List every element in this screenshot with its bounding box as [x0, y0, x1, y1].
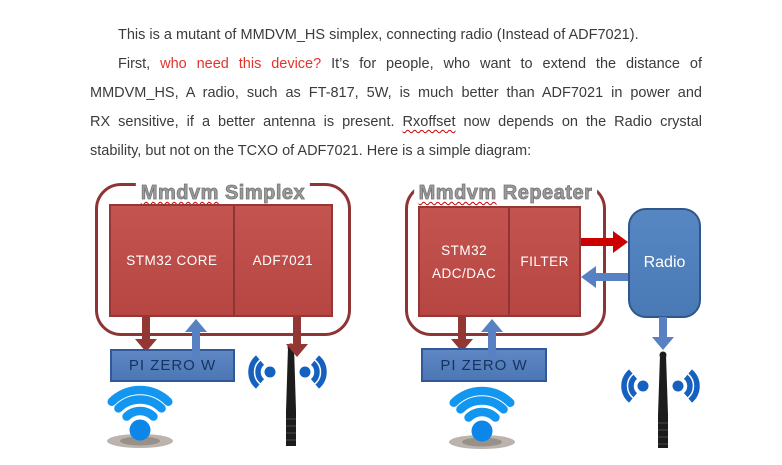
repeater-title: Mmdvm Repeater — [413, 182, 598, 205]
down-arrow-icon — [135, 317, 157, 352]
signal-waves-icon — [672, 369, 700, 403]
body-line-3: MMDVM_HS, A radio, such as FT-817, 5W, i… — [90, 79, 702, 108]
adf7021-box: ADF7021 — [232, 206, 331, 315]
wifi-icon — [449, 386, 515, 449]
antenna-icon — [286, 343, 296, 446]
pi-zero-w-box: PI ZERO W — [110, 349, 235, 382]
adf7021-label: ADF7021 — [252, 253, 314, 268]
pi-zero-w-label: PI ZERO W — [440, 356, 528, 374]
simplex-title-rest: Simplex — [218, 182, 306, 205]
body-paragraph: This is a mutant of MMDVM_HS simplex, co… — [90, 21, 702, 166]
radio-box: Radio — [628, 208, 701, 318]
stm32-core-label: STM32 CORE — [126, 253, 218, 268]
pi-zero-w-box: PI ZERO W — [421, 348, 547, 382]
filter-box: FILTER — [508, 208, 579, 315]
down-arrow-icon — [451, 317, 473, 352]
signal-waves-icon — [299, 355, 327, 389]
simplex-frame: Mmdvm Simplex STM32 CORE ADF7021 — [95, 182, 351, 336]
down-arrow-icon — [286, 317, 308, 357]
stm32-label: STM32 — [441, 242, 488, 258]
repeater-frame: Mmdvm Repeater STM32 ADC/DAC FILTER — [405, 182, 606, 336]
repeater-title-rest: Repeater — [496, 182, 593, 205]
pi-zero-w-label: PI ZERO W — [128, 357, 217, 374]
antenna-icon — [658, 351, 668, 448]
right-arrow-icon — [581, 231, 628, 253]
signal-waves-icon — [248, 355, 276, 389]
body-line-2: First, who need this device? It’s for pe… — [90, 50, 702, 79]
adc-dac-label: ADC/DAC — [431, 265, 497, 281]
simplex-title-word: Mmdvm — [140, 182, 219, 205]
signal-waves-icon — [621, 369, 649, 403]
wifi-icon — [107, 385, 173, 448]
down-arrow-icon — [652, 317, 674, 350]
stm32-adc-dac-box: STM32 ADC/DAC — [420, 208, 508, 315]
body-line-2-suffix: It’s for people, who want to extend the … — [321, 56, 702, 72]
rxoffset-misspelled-word: Rxoffset — [402, 114, 456, 130]
red-question-text: who need this device? — [160, 56, 322, 72]
stm32-core-box: STM32 CORE — [111, 206, 233, 315]
body-line-1-text: This is a mutant of MMDVM_HS simplex, co… — [118, 27, 639, 43]
left-arrow-icon — [581, 266, 628, 288]
up-arrow-icon — [185, 319, 207, 360]
repeater-title-word: Mmdvm — [418, 182, 497, 205]
body-line-5: stability, but not on the TCXO of ADF702… — [90, 137, 702, 166]
up-arrow-icon — [481, 319, 503, 360]
body-line-4-suffix: now depends on the Radio crystal — [455, 114, 702, 130]
body-line-1: This is a mutant of MMDVM_HS simplex, co… — [90, 21, 702, 50]
radio-label: Radio — [643, 254, 686, 271]
body-line-4: RX sensitive, if a better antenna is pre… — [90, 108, 702, 137]
repeater-chip-box: STM32 ADC/DAC FILTER — [418, 206, 581, 317]
body-line-3-text: MMDVM_HS, A radio, such as FT-817, 5W, i… — [90, 85, 702, 101]
simplex-title: Mmdvm Simplex — [135, 182, 311, 205]
filter-label: FILTER — [520, 254, 569, 269]
simplex-chip-box: STM32 CORE ADF7021 — [109, 204, 333, 317]
body-line-4-prefix: RX sensitive, if a better antenna is pre… — [90, 114, 403, 130]
body-line-5-text: stability, but not on the TCXO of ADF702… — [90, 143, 532, 159]
body-line-2-prefix: First, — [118, 56, 161, 72]
